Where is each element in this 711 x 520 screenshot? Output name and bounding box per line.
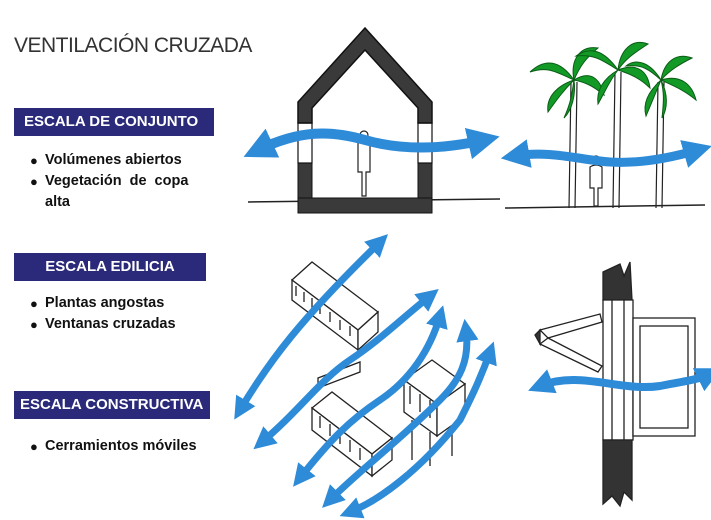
list-item: ●Plantas angostas — [30, 293, 220, 314]
list-item: ●Volúmenes abiertos — [30, 150, 220, 171]
page-title: VENTILACIÓN CRUZADA — [14, 34, 252, 57]
section-label-edilicia: ESCALA EDILICIA — [14, 253, 206, 281]
list-item: ●Ventanas cruzadas — [30, 314, 220, 335]
airflow-arrow — [528, 368, 711, 394]
bullet-icon: ● — [30, 296, 38, 311]
bullet-icon: ● — [30, 317, 38, 332]
house-section-sketch — [243, 26, 501, 214]
list-item: ●Cerramientos móviles — [30, 436, 220, 457]
list-conjunto: ●Volúmenes abiertos ●Vegetación de copa … — [30, 150, 220, 213]
bullet-icon: ● — [30, 174, 38, 189]
section-label-conjunto: ESCALA DE CONJUNTO — [14, 108, 214, 136]
list-item: ●Vegetación de copa alta — [30, 173, 189, 210]
bullet-icon: ● — [30, 153, 38, 168]
airflow-arrows — [234, 234, 497, 519]
list-edilicia: ●Plantas angostas ●Ventanas cruzadas — [30, 293, 220, 335]
bullet-icon: ● — [30, 439, 38, 454]
list-constructiva: ●Cerramientos móviles — [30, 436, 220, 457]
palm-trees-sketch — [500, 42, 711, 209]
section-label-constructiva: ESCALA CONSTRUCTIVA — [14, 391, 210, 419]
